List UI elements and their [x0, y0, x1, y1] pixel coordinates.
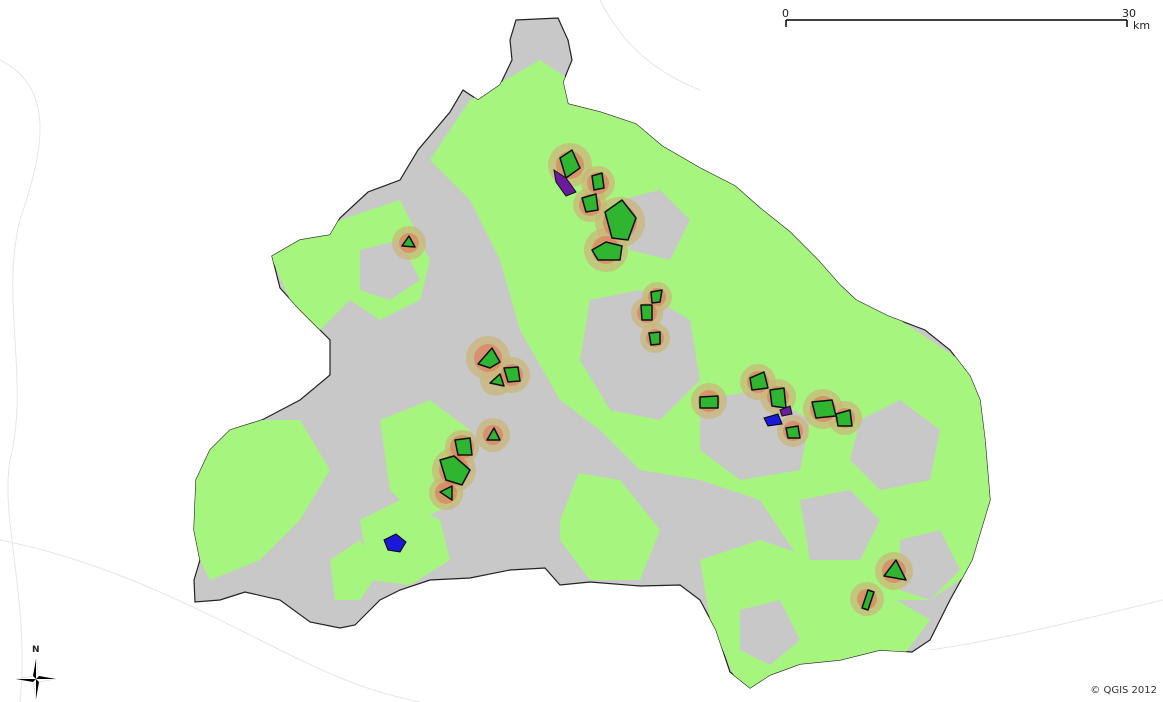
north-arrow-icon [16, 659, 56, 699]
scale-bar [785, 19, 1128, 27]
map-credit: © QGIS 2012 [1090, 685, 1157, 696]
blue-sites [383, 413, 783, 553]
scale-bar-start-label: 0 [782, 7, 789, 20]
scale-bar-end-label: 30 [1122, 7, 1136, 20]
forest-patches [401, 149, 907, 611]
purple-sites [553, 168, 793, 417]
north-arrow-label: N [32, 645, 40, 655]
scale-bar-unit-label: km [1133, 19, 1151, 32]
